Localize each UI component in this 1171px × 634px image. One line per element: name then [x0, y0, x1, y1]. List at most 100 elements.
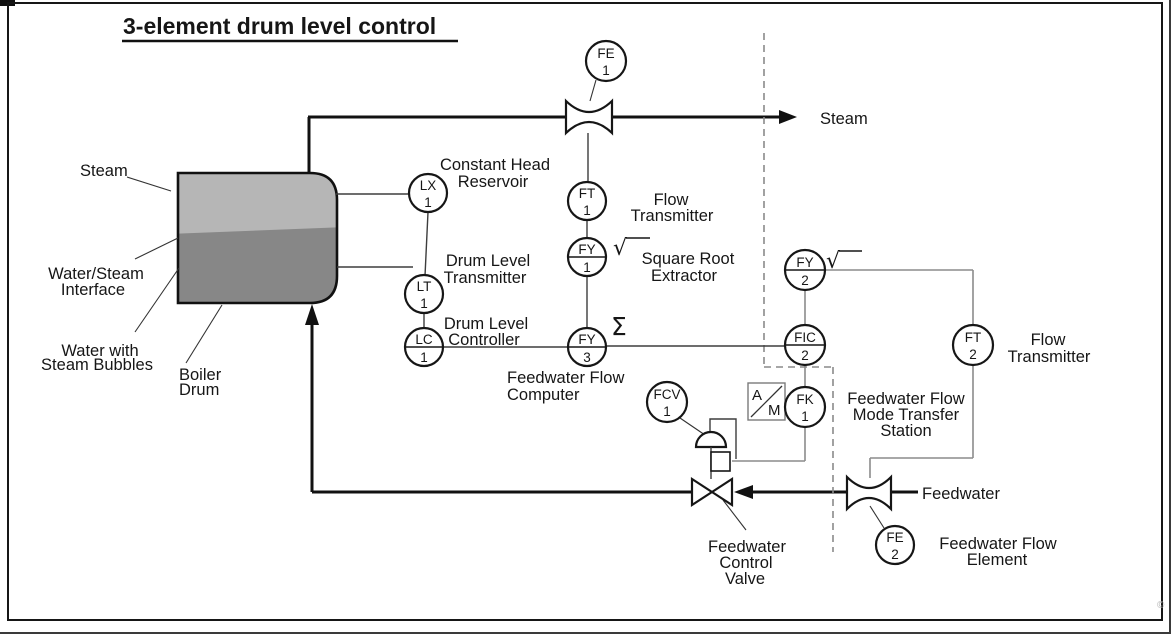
- control-room-boundary-dashed-line: [763, 33, 834, 552]
- boiler-drum-icon: [176, 171, 339, 305]
- instrument-num: 2: [969, 347, 977, 362]
- instrument-num: 1: [583, 203, 591, 218]
- drum-inlet-arrowhead: [305, 304, 319, 325]
- label-feedwater-control-valve-1: Feedwater: [708, 538, 786, 556]
- instrument-bubble-lc1: LC 1: [403, 326, 445, 368]
- instrument-tag: FY: [796, 255, 813, 270]
- drum-outline: [176, 171, 339, 305]
- label-interface-2: Interface: [61, 281, 125, 299]
- instrument-bubble-fe2: FE 2: [874, 524, 916, 566]
- instrument-num: 2: [801, 273, 809, 288]
- label-mode-transfer-2: Mode Transfer: [853, 406, 960, 424]
- label-interface-1: Water/Steam: [48, 265, 144, 283]
- instrument-tag: FCV: [654, 387, 681, 402]
- instrument-tag: FIC: [794, 330, 816, 345]
- instrument-tag: FK: [796, 392, 813, 407]
- steam-flow-element-venturi-icon: [564, 98, 614, 136]
- label-feedwater-flow-element-2: Element: [967, 551, 1028, 569]
- steam-process-line: [307, 110, 797, 172]
- instrument-signal-lines-right: [732, 269, 974, 478]
- manual-label: M: [768, 402, 781, 419]
- instrument-tag: FT: [965, 330, 982, 345]
- valve-actuator-dome-icon: [694, 430, 728, 449]
- instrument-bubble-fk1: FK 1: [783, 385, 827, 429]
- instrument-tag: LC: [415, 332, 433, 347]
- fe2-leader-line: [869, 505, 885, 529]
- fe1-leader-line: [589, 79, 597, 102]
- label-boiler-2: Drum: [179, 381, 219, 399]
- instrument-num: 1: [801, 409, 809, 424]
- label-feedwater-control-valve-2: Control: [719, 554, 772, 572]
- sqrt-symbol-fy2: √: [826, 249, 841, 274]
- instrument-bubble-fe1: FE 1: [584, 39, 628, 83]
- label-feedwater-control-valve-3: Valve: [725, 570, 765, 588]
- label-drum-level-controller-2: Controller: [448, 331, 520, 349]
- valve-body-bowtie-icon: [690, 476, 734, 508]
- instrument-tag: FE: [886, 530, 903, 545]
- sqrt-symbol-fy1: √: [613, 236, 628, 261]
- interface-leader-line: [134, 237, 179, 260]
- label-flow-transmitter2-2: Transmitter: [1008, 348, 1091, 366]
- label-constant-head-2: Reservoir: [458, 173, 529, 191]
- instrument-bubble-fic2: FIC 2: [783, 323, 827, 367]
- label-drum-level-controller-1: Drum Level: [444, 315, 528, 333]
- instrument-tag: LT: [417, 279, 432, 294]
- label-feedwater-flow-computer-1: Feedwater Flow: [507, 369, 624, 387]
- boiler-drum-leader-line: [185, 304, 223, 364]
- instrument-num: 3: [583, 350, 591, 365]
- instrument-signal-lines-left: [336, 133, 786, 348]
- instrument-bubble-fy2: FY 2: [783, 248, 827, 292]
- instrument-num: 1: [420, 296, 428, 311]
- instrument-tag: FT: [579, 186, 596, 201]
- label-drum-level-transmitter-2: Transmitter: [444, 269, 527, 287]
- instrument-num: 1: [602, 63, 610, 78]
- instrument-bubble-fy1: FY 1: [566, 236, 608, 278]
- instrument-tag: FY: [578, 332, 595, 347]
- label-mode-transfer-3: Station: [880, 422, 931, 440]
- instrument-tag: LX: [420, 178, 437, 193]
- steam-arrowhead: [779, 110, 797, 124]
- instrument-num: 1: [663, 404, 671, 419]
- label-flow-transmitter2-1: Flow: [1031, 331, 1066, 349]
- instrument-tag: FY: [578, 242, 595, 257]
- label-mode-transfer-1: Feedwater Flow: [847, 390, 964, 408]
- instrument-num: 1: [420, 350, 428, 365]
- label-bubbles-1: Water with: [61, 342, 138, 360]
- valve-label-leader-line: [722, 499, 747, 531]
- drum-water-space: [178, 227, 337, 303]
- instrument-bubble-ft1: FT 1: [566, 180, 608, 222]
- label-feedwater-flow-element-1: Feedwater Flow: [939, 535, 1056, 553]
- label-sqrt-extractor-1: Square Root: [642, 250, 735, 268]
- feedwater-control-valve-icon: [690, 430, 734, 508]
- label-feedwater-in: Feedwater: [922, 485, 1000, 503]
- instrument-bubble-lx1: LX 1: [407, 172, 449, 214]
- bubbles-leader-line: [134, 267, 180, 333]
- steam-leader-line: [126, 176, 172, 192]
- feedwater-arrowhead: [734, 485, 753, 499]
- instrument-bubble-fcv1: FCV 1: [645, 380, 689, 424]
- instrument-num: 1: [583, 260, 591, 275]
- label-boiler-1: Boiler: [179, 366, 222, 384]
- auto-label: A: [752, 387, 762, 404]
- instrument-num: 2: [891, 547, 899, 562]
- label-flow-transmitter1-1: Flow: [654, 191, 689, 209]
- instrument-bubble-fy3: FY 3: [566, 326, 608, 368]
- sigma-symbol-fy3: Σ: [611, 312, 627, 341]
- label-sqrt-extractor-2: Extractor: [651, 267, 718, 285]
- label-flow-transmitter1-2: Transmitter: [631, 207, 714, 225]
- valve-yoke-line: [709, 418, 737, 459]
- diagram-border: [7, 2, 1163, 621]
- label-feedwater-flow-computer-2: Computer: [507, 386, 580, 404]
- instrument-bubble-lt1: LT 1: [403, 273, 445, 315]
- watermark: ©: [1157, 600, 1165, 611]
- page-title: 3-element drum level control: [123, 13, 436, 39]
- instrument-bubble-ft2: FT 2: [951, 323, 995, 367]
- feedwater-process-line: [305, 304, 918, 499]
- label-steam-left: Steam: [80, 162, 128, 180]
- instrument-num: 2: [801, 348, 809, 363]
- auto-manual-transfer-box: A M: [747, 382, 786, 421]
- label-constant-head-1: Constant Head: [440, 156, 550, 174]
- label-steam-out: Steam: [820, 110, 868, 128]
